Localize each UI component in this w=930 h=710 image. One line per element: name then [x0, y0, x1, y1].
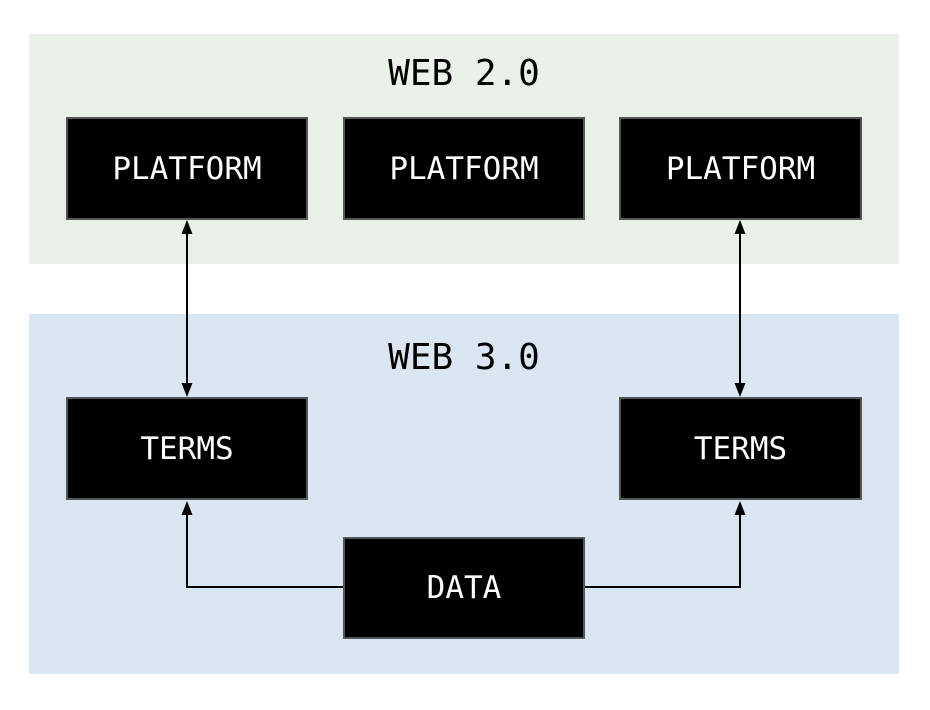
web3-title: WEB 3.0 [388, 337, 540, 378]
platform-box-middle: PLATFORM [343, 117, 585, 220]
platform-box-middle-label: PLATFORM [389, 150, 539, 187]
web2-title: WEB 2.0 [388, 53, 540, 94]
platform-box-left: PLATFORM [66, 117, 308, 220]
data-box: DATA [343, 537, 585, 639]
platform-box-right: PLATFORM [619, 117, 862, 220]
platform-box-left-label: PLATFORM [112, 150, 262, 187]
terms-box-left-label: TERMS [140, 430, 234, 467]
platform-box-right-label: PLATFORM [665, 150, 816, 187]
terms-box-left: TERMS [66, 397, 308, 500]
terms-box-right-label: TERMS [693, 430, 788, 467]
data-box-label: DATA [426, 570, 502, 606]
terms-box-right: TERMS [619, 397, 862, 500]
